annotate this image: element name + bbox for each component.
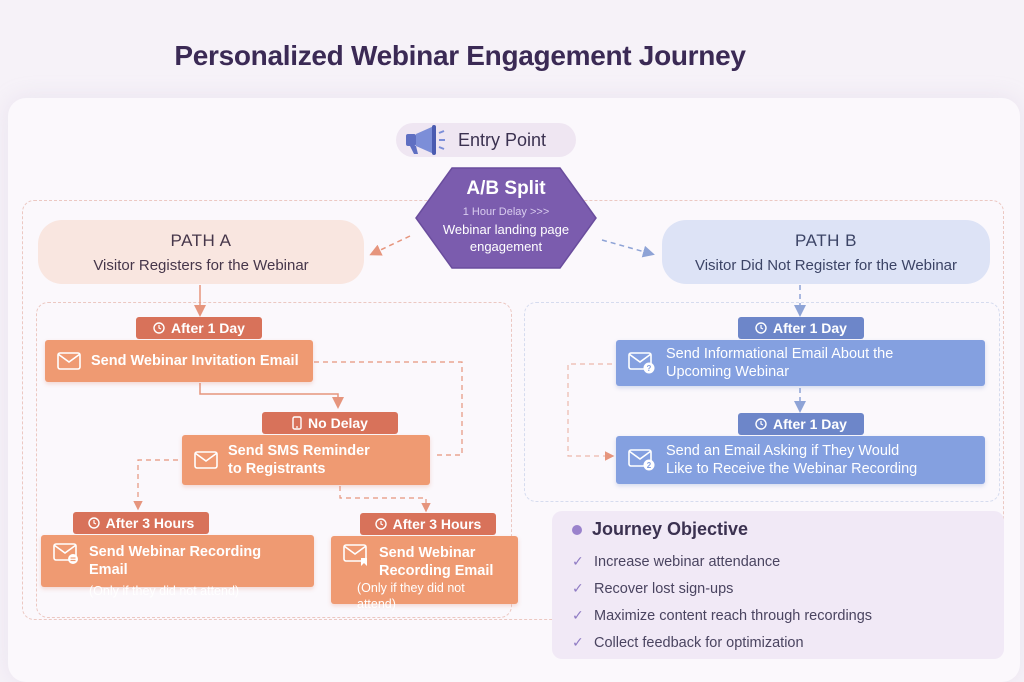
b-loop-left [567, 363, 615, 461]
action-card[interactable]: Send Webinar Invitation Email [45, 340, 313, 382]
svg-text:?: ? [647, 364, 652, 373]
envelope-check-icon [343, 544, 367, 566]
action-card[interactable]: Send Webinar Recording Email (Only if th… [331, 536, 518, 611]
path-b-region [524, 302, 1000, 502]
action-card[interactable]: 2 Send an Email Asking if They Would Lik… [616, 436, 985, 484]
envelope-2-icon: 2 [628, 449, 655, 471]
objective-item: ✓ Increase webinar attendance [572, 548, 984, 575]
bullet-dot-icon [572, 524, 582, 535]
path-a-subtitle: Visitor Registers for the Webinar [93, 256, 309, 274]
objective-item: ✓ Collect feedback for optimization [572, 629, 984, 656]
a-step1-to-step2 [199, 383, 344, 409]
delay-badge: After 1 Day [738, 413, 864, 435]
entry-point[interactable]: Entry Point [396, 123, 576, 157]
split-hexagon [415, 167, 597, 269]
check-icon: ✓ [572, 607, 584, 623]
clock-icon [374, 518, 387, 530]
objective-item: ✓ Maximize content reach through recordi… [572, 602, 984, 629]
objective-item-label: Maximize content reach through recording… [594, 607, 873, 624]
path-b-header[interactable]: PATH B Visitor Did Not Register for the … [662, 220, 990, 284]
clock-icon [153, 322, 165, 334]
delay-label: After 1 Day [773, 320, 847, 336]
path-a-title: PATH A [170, 230, 232, 250]
action-label-line2: Recording Email [379, 563, 494, 579]
ab-split-node[interactable]: A/B Split 1 Hour Delay >>> Webinar landi… [414, 166, 598, 270]
path-a-region [36, 302, 512, 618]
action-label-line1: Send SMS Reminder [228, 443, 370, 459]
clock-icon [87, 517, 100, 529]
phone-icon [292, 416, 302, 430]
split-delay-text: 1 Hour Delay >>> [462, 206, 550, 218]
objective-item: ✓ Recover lost sign-ups [572, 575, 984, 602]
action-label-line2: Upcoming Webinar [666, 364, 790, 380]
action-label-line2: Like to Receive the Webinar Recording [666, 461, 918, 477]
split-title: A/B Split [466, 178, 546, 199]
delay-label: After 3 Hours [105, 515, 195, 531]
a-step2-to-step3 [133, 459, 178, 511]
megaphone-icon [406, 125, 445, 155]
action-label-line1: Send Webinar [379, 545, 476, 561]
delay-badge: After 1 Day [136, 317, 262, 339]
page-title: Personalized Webinar Engagement Journey [174, 40, 746, 71]
action-label: Send Webinar Invitation Email [91, 353, 299, 369]
path-b-title: PATH B [795, 230, 857, 250]
check-icon: ✓ [572, 634, 584, 650]
objective-item-label: Collect feedback for optimization [594, 634, 804, 651]
envelope-question-icon: ? [628, 352, 655, 374]
delay-label: After 3 Hours [392, 516, 482, 532]
split-to-path-a [369, 235, 411, 256]
action-label-line2: to Registrants [228, 461, 326, 477]
action-card[interactable]: ? Send Informational Email About the Upc… [616, 340, 985, 386]
action-note: (Only if they did not attend) [89, 584, 240, 598]
delay-badge: After 1 Day [738, 317, 864, 339]
objective-item-label: Recover lost sign-ups [594, 580, 734, 597]
envelope-list-icon [53, 543, 78, 564]
delay-badge: After 3 Hours [360, 513, 496, 535]
svg-text:2: 2 [647, 461, 652, 470]
journey-objective-panel: Journey Objective ✓ Increase webinar att… [552, 511, 1004, 659]
action-label-line1: Send Informational Email About the [666, 346, 894, 362]
clock-icon [755, 418, 767, 430]
delay-label: After 1 Day [171, 320, 245, 336]
delay-label: No Delay [308, 415, 368, 431]
delay-label: After 1 Day [773, 416, 847, 432]
split-condition-line2: engagement [469, 239, 543, 254]
action-label: Send Webinar Recording Email [89, 544, 262, 578]
check-icon: ✓ [572, 580, 584, 596]
objective-title: Journey Objective [592, 519, 749, 539]
path-b-subtitle: Visitor Did Not Register for the Webinar [694, 256, 958, 274]
path-a-header[interactable]: PATH A Visitor Registers for the Webinar [38, 220, 364, 284]
action-card[interactable]: Send SMS Reminder to Registrants [182, 435, 430, 485]
clock-icon [755, 322, 767, 334]
split-to-path-b [601, 239, 655, 258]
delay-badge: After 3 Hours [73, 512, 209, 534]
action-label-line1: Send an Email Asking if They Would [666, 443, 900, 459]
action-note: (Only if they did not attend) [357, 581, 465, 611]
a-step2-to-step4 [339, 486, 431, 513]
split-condition-line1: Webinar landing page [442, 222, 570, 237]
entry-point-label: Entry Point [458, 129, 547, 150]
envelope-icon [57, 352, 81, 370]
objective-item-label: Increase webinar attendance [594, 553, 781, 570]
envelope-icon [194, 451, 218, 469]
action-card[interactable]: Send Webinar Recording Email (Only if th… [41, 535, 314, 598]
delay-badge: No Delay [262, 412, 398, 434]
a-step1-loop [314, 361, 463, 456]
check-icon: ✓ [572, 553, 584, 569]
